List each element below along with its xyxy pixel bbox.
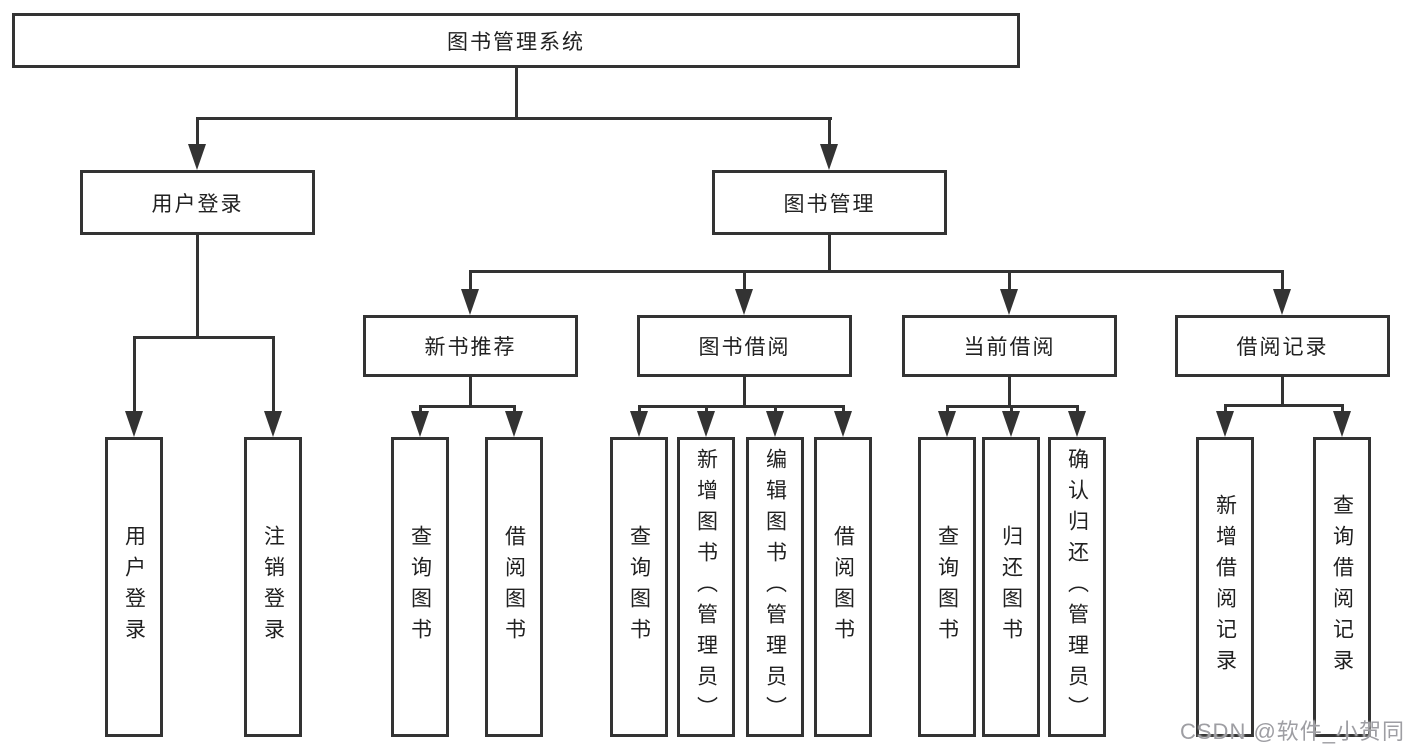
node-user-login: 用户登录 xyxy=(80,170,315,235)
node-root: 图书管理系统 xyxy=(12,13,1020,68)
connector xyxy=(1224,404,1344,407)
arrow-down-icon xyxy=(1273,289,1291,315)
leaf-borrow-books-borrow: 借阅图书 xyxy=(814,437,872,737)
arrow-down-icon xyxy=(505,411,523,437)
node-book-management: 图书管理 xyxy=(712,170,947,235)
leaf-query-books-borrow: 查询图书 xyxy=(610,437,668,737)
connector xyxy=(272,336,275,413)
arrow-down-icon xyxy=(1216,411,1234,437)
arrow-down-icon xyxy=(1333,411,1351,437)
leaf-query-borrow-record: 查询借阅记录 xyxy=(1313,437,1371,737)
arrow-down-icon xyxy=(1000,289,1018,315)
connector xyxy=(705,405,708,413)
connector xyxy=(842,405,845,413)
node-book-borrow: 图书借阅 xyxy=(637,315,852,377)
connector xyxy=(133,336,136,413)
arrow-down-icon xyxy=(188,144,206,170)
connector xyxy=(1010,405,1013,413)
connector xyxy=(1281,270,1284,291)
arrow-down-icon xyxy=(820,144,838,170)
leaf-add-book-admin: 新增图书（管理员） xyxy=(677,437,735,737)
connector xyxy=(133,336,275,339)
leaf-query-books-recommend: 查询图书 xyxy=(391,437,449,737)
arrow-down-icon xyxy=(766,411,784,437)
node-borrow-records: 借阅记录 xyxy=(1175,315,1390,377)
arrow-down-icon xyxy=(1068,411,1086,437)
connector xyxy=(743,270,746,291)
arrow-down-icon xyxy=(630,411,648,437)
connector xyxy=(743,377,746,408)
arrow-down-icon xyxy=(735,289,753,315)
connector xyxy=(1281,377,1284,406)
arrow-down-icon xyxy=(411,411,429,437)
leaf-return-book: 归还图书 xyxy=(982,437,1040,737)
node-current-borrow: 当前借阅 xyxy=(902,315,1117,377)
connector xyxy=(469,377,472,408)
connector xyxy=(946,405,949,413)
connector xyxy=(828,235,831,272)
connector xyxy=(1224,404,1227,413)
connector xyxy=(1341,404,1344,413)
arrow-down-icon xyxy=(834,411,852,437)
leaf-logout: 注销登录 xyxy=(244,437,302,737)
arrow-down-icon xyxy=(697,411,715,437)
arrow-down-icon xyxy=(264,411,282,437)
leaf-user-login: 用户登录 xyxy=(105,437,163,737)
leaf-edit-book-admin: 编辑图书（管理员） xyxy=(746,437,804,737)
connector xyxy=(469,270,472,291)
arrow-down-icon xyxy=(938,411,956,437)
leaf-add-borrow-record: 新增借阅记录 xyxy=(1196,437,1254,737)
connector xyxy=(638,405,641,413)
leaf-borrow-books-recommend: 借阅图书 xyxy=(485,437,543,737)
arrow-down-icon xyxy=(1002,411,1020,437)
leaf-confirm-return-admin: 确认归还（管理员） xyxy=(1048,437,1106,737)
node-new-book-recommend: 新书推荐 xyxy=(363,315,578,377)
connector xyxy=(774,405,777,413)
connector xyxy=(1008,270,1011,291)
connector xyxy=(196,117,199,145)
connector xyxy=(1008,377,1011,408)
watermark: CSDN @软件_小贺同学 xyxy=(1180,719,1405,744)
connector xyxy=(196,235,199,337)
connector xyxy=(828,117,831,145)
connector xyxy=(196,117,832,120)
connector xyxy=(515,68,518,118)
arrow-down-icon xyxy=(461,289,479,315)
connector xyxy=(419,405,422,413)
leaf-query-books-current: 查询图书 xyxy=(918,437,976,737)
connector xyxy=(513,405,516,413)
arrow-down-icon xyxy=(125,411,143,437)
connector xyxy=(469,270,1284,273)
connector xyxy=(419,405,516,408)
connector xyxy=(638,405,845,408)
connector xyxy=(1076,405,1079,413)
